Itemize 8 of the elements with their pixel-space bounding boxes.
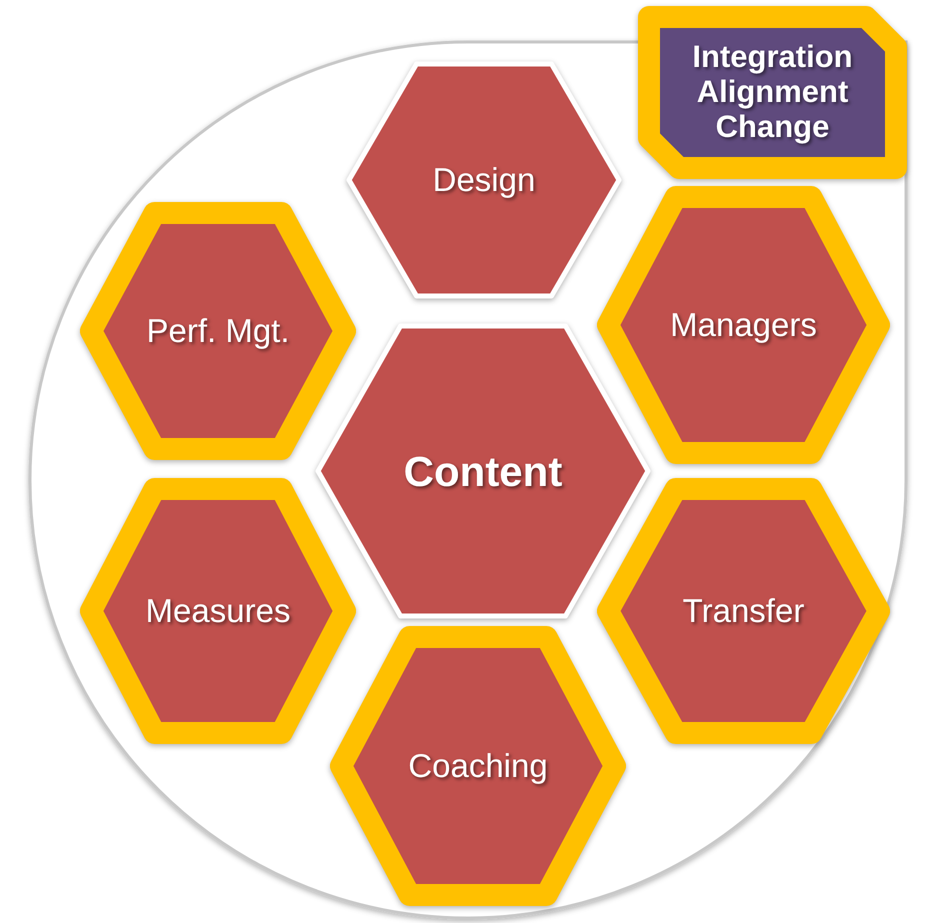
node-label: Measures [146,591,290,632]
node-label: Content [404,446,562,496]
node-label: Design [432,160,536,200]
node-label: Coaching [408,746,548,786]
node-label: Perf. Mgt. [146,311,290,352]
node-label: Transfer [682,591,804,632]
node-label: Managers [670,305,817,346]
node-label: Integration Alignment Change [691,40,854,145]
